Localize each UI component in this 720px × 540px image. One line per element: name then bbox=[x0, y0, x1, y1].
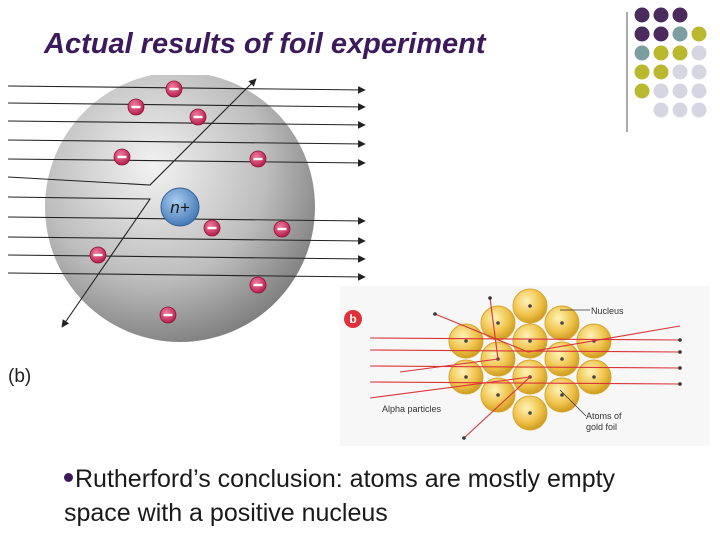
gold-nucleus bbox=[464, 339, 468, 343]
grid-dot bbox=[672, 102, 688, 118]
alpha-path bbox=[7, 272, 366, 281]
grid-dot bbox=[634, 7, 650, 23]
nucleus-label: n+ bbox=[170, 198, 189, 217]
gold-nucleus bbox=[528, 304, 532, 308]
gold-atoms bbox=[448, 288, 612, 431]
alpha-path bbox=[7, 158, 366, 167]
ray-end-dot bbox=[433, 312, 437, 316]
grid-dot bbox=[691, 102, 707, 118]
ray-end-dot bbox=[678, 366, 682, 370]
grid-dot bbox=[653, 45, 669, 61]
electron-minus-sign bbox=[169, 87, 179, 91]
nucleus bbox=[160, 187, 200, 227]
gold-nucleus bbox=[560, 357, 564, 361]
grid-dot bbox=[672, 45, 688, 61]
gold-nucleus bbox=[560, 393, 564, 397]
gold-nucleus bbox=[560, 321, 564, 325]
alpha-ray bbox=[369, 365, 681, 369]
grid-dot bbox=[672, 26, 688, 42]
electron-minus-sign bbox=[193, 115, 203, 119]
alpha-particle-rays bbox=[369, 296, 682, 440]
slide-title: Actual results of foil experiment bbox=[44, 28, 486, 60]
alpha-ray-deflected bbox=[434, 313, 681, 353]
alpha-ray-deflected bbox=[399, 297, 499, 373]
grid-dot bbox=[672, 64, 688, 80]
grid-dot bbox=[691, 26, 707, 42]
grid-dot bbox=[634, 26, 650, 42]
alpha-ray bbox=[369, 337, 681, 341]
grid-dot bbox=[634, 64, 650, 80]
grid-dot bbox=[653, 83, 669, 99]
grid-dot bbox=[672, 83, 688, 99]
gold-foil-diagram: b Nucleus Alpha particles Atoms of gold … bbox=[340, 286, 710, 446]
dot-pattern bbox=[634, 7, 707, 118]
decorative-dot-grid bbox=[626, 7, 707, 132]
alpha-path bbox=[7, 85, 366, 94]
figure-badge-letter: b bbox=[349, 312, 356, 326]
electron-minus-sign bbox=[207, 226, 217, 230]
grid-dot bbox=[653, 26, 669, 42]
grid-dot bbox=[634, 83, 650, 99]
grid-dot bbox=[653, 7, 669, 23]
electron-minus-sign bbox=[131, 105, 141, 109]
alpha-ray-deflected bbox=[369, 376, 532, 439]
alpha-path-deflected-down bbox=[7, 196, 152, 328]
ray-end-dot bbox=[488, 296, 492, 300]
electron-minus-sign bbox=[277, 227, 287, 231]
nucleus-callout: Nucleus bbox=[591, 306, 624, 316]
atom-diagram: n+ bbox=[7, 75, 366, 342]
gold-nucleus bbox=[592, 375, 596, 379]
alpha-path bbox=[7, 102, 366, 111]
grid-dot bbox=[634, 45, 650, 61]
ray-end-dot bbox=[678, 382, 682, 386]
alpha-particles-callout: Alpha particles bbox=[382, 404, 442, 414]
figure-badge bbox=[344, 310, 362, 328]
atoms-callout-line2: gold foil bbox=[586, 422, 617, 432]
alpha-path bbox=[7, 236, 366, 245]
electron-minus-sign bbox=[253, 157, 263, 161]
alpha-ray bbox=[369, 381, 681, 385]
grid-dot bbox=[672, 7, 688, 23]
ray-end-dot bbox=[678, 338, 682, 342]
ray-end-dot bbox=[462, 436, 466, 440]
bullet-icon bbox=[64, 472, 73, 482]
gold-nucleus bbox=[496, 321, 500, 325]
alpha-path-deflected-up bbox=[7, 78, 257, 186]
grid-dot bbox=[653, 102, 669, 118]
alpha-path bbox=[7, 139, 366, 148]
figure-label: (b) bbox=[8, 366, 32, 387]
gold-nucleus bbox=[496, 393, 500, 397]
conclusion-bullet: Rutherford’s conclusion: atoms are mostl… bbox=[64, 462, 684, 530]
electron-minus-sign bbox=[163, 313, 173, 317]
conclusion-text: Rutherford’s conclusion: atoms are mostl… bbox=[64, 465, 616, 527]
grid-dot bbox=[691, 45, 707, 61]
atoms-callout-line1: Atoms of bbox=[586, 411, 622, 421]
electron-minus-sign bbox=[117, 155, 127, 159]
gold-nucleus bbox=[528, 411, 532, 415]
atoms-leader bbox=[559, 389, 587, 417]
electron-minus-sign bbox=[93, 253, 103, 257]
alpha-particle-paths bbox=[7, 78, 366, 328]
ray-end-dot bbox=[678, 350, 682, 354]
alpha-path bbox=[7, 254, 366, 263]
electron-minus-sign bbox=[253, 283, 263, 287]
alpha-path bbox=[7, 120, 366, 129]
grid-dot bbox=[691, 83, 707, 99]
grid-dot bbox=[691, 64, 707, 80]
electrons bbox=[89, 80, 291, 324]
grid-dot bbox=[653, 64, 669, 80]
gold-nucleus bbox=[464, 375, 468, 379]
gold-nucleus bbox=[528, 339, 532, 343]
